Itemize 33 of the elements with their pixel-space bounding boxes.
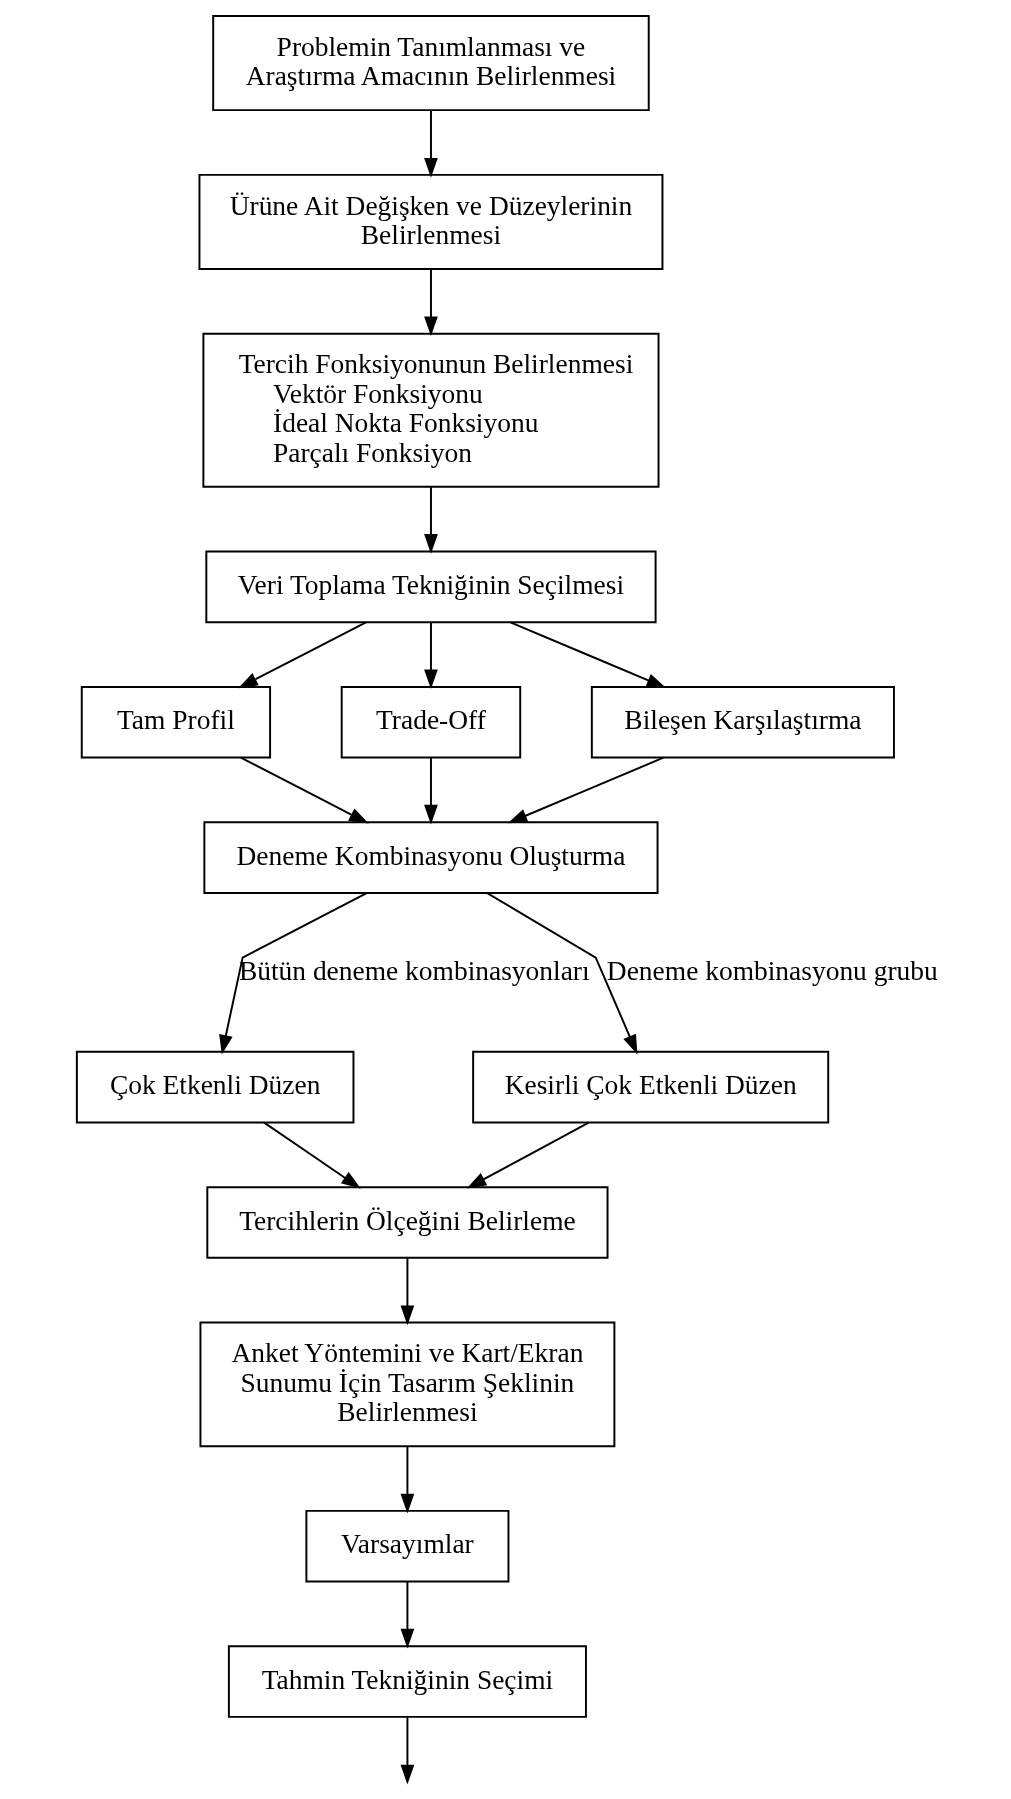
node-box: Varsayımlar [304, 1509, 509, 1583]
arrow [400, 1581, 414, 1649]
node-box: Trade-Off [340, 685, 521, 759]
node-box: Anket Yöntemini ve Kart/Ekran Sunumu İçin Tasarım Şeklinin Belirlenmesi [198, 1321, 615, 1448]
arrow [507, 756, 664, 824]
node-box: Kesirli Çok Etkenli Düzen [471, 1050, 829, 1124]
node-box: Tam Profil [80, 685, 271, 759]
edge-label: Bütün deneme kombinasyonları [238, 955, 590, 986]
arrow [423, 109, 438, 178]
arrow [262, 1121, 361, 1189]
node-box: Deneme Kombinasyonu Oluşturma [202, 821, 659, 894]
node-box: Tercihlerin Ölçeğini Belirleme [205, 1186, 608, 1259]
arrow [400, 1256, 414, 1326]
arrow [400, 1716, 414, 1785]
node-box: Tercih Fonksiyonunun Belirlenmesi Vektör Fonksiyonu İdeal Nokta Fonksiyonu Parçalı Fonksiyon [201, 332, 659, 488]
arrow [218, 892, 368, 1055]
arrow [509, 621, 666, 688]
node-box: Problemin Tanımlanması ve Araştırma Amacının Belirlenmesi [211, 15, 650, 112]
arrow [423, 486, 438, 554]
arrow [486, 892, 637, 1055]
edge-label: Deneme kombinasyonu grubu [606, 955, 938, 986]
node-box: Veri Toplama Tekniğinin Seçilmesi [204, 550, 657, 624]
arrow [423, 621, 438, 690]
node-box: Ürüne Ait Değişken ve Düzeylerinin Belirlenmesi [198, 173, 663, 271]
arrow [400, 1445, 414, 1514]
node-box: Çok Etkenli Düzen [75, 1050, 354, 1124]
arrow [239, 756, 369, 824]
arrow [466, 1121, 590, 1189]
arrow [237, 621, 367, 689]
node-box: Bileşen Karşılaştırma [590, 685, 895, 759]
node-box: Tahmin Tekniğinin Seçimi [227, 1645, 587, 1718]
arrow [423, 268, 438, 337]
arrow [423, 757, 438, 825]
